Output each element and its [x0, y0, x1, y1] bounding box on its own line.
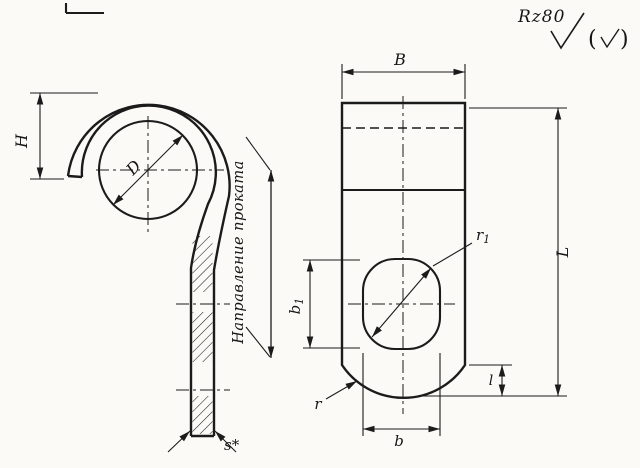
hook-outer-profile	[66, 103, 231, 436]
dimension-H: H	[12, 92, 98, 180]
roughness-check-icon	[550, 12, 585, 50]
dimension-B: B	[341, 50, 466, 99]
dimension-D-line	[112, 134, 184, 206]
dimension-b1-base: b	[286, 305, 304, 315]
section-hatch-1	[192, 236, 213, 292]
radius-r1-base: r	[476, 226, 484, 244]
slot-diagonal-dimension	[371, 267, 432, 338]
radius-r-leader	[325, 380, 358, 400]
thickness-leader-right	[214, 430, 237, 453]
thickness-callout: s*	[167, 430, 240, 454]
roughness-value: Rz80	[517, 7, 565, 27]
rolling-direction-label: Направление проката	[231, 160, 247, 344]
side-view-hook: D H s* Направление проката	[12, 92, 275, 454]
section-hatch-3	[192, 396, 213, 434]
dimension-L: L	[420, 107, 572, 397]
roughness-paren-open: (	[588, 27, 597, 52]
front-view-blank: r1 r B L l	[286, 50, 572, 450]
radius-r1-callout: r1	[432, 226, 490, 267]
rolling-direction-tick-bottom	[245, 326, 271, 358]
slot-hole	[361, 257, 442, 351]
dimension-L-label: L	[553, 247, 572, 259]
dimension-H-label: H	[12, 133, 31, 149]
roughness-paren-close: )	[620, 27, 629, 52]
thickness-label: s*	[224, 436, 240, 454]
dimension-b-label: b	[394, 432, 404, 450]
rolling-direction-annotation: Направление проката	[231, 136, 275, 358]
sheet-frame-fragment	[64, 3, 104, 15]
dimension-l: l	[469, 364, 512, 396]
dimension-l-label: l	[489, 373, 493, 389]
radius-r1-label: r1	[476, 226, 490, 246]
radius-r-callout: r	[314, 380, 358, 413]
hook-end-face	[67, 174, 83, 179]
dimension-b1-sub: 1	[293, 298, 306, 305]
thickness-leader-left	[167, 430, 191, 453]
rolling-direction-tick-top	[245, 136, 271, 171]
radius-r-label: r	[314, 395, 322, 413]
dimension-b1-label: b1	[286, 298, 306, 315]
radius-r1-leader	[432, 242, 473, 267]
dimension-b1: b1	[286, 259, 360, 349]
dimension-b: b	[362, 353, 441, 450]
surface-roughness-note: Rz80 ( )	[517, 7, 629, 52]
dimension-B-label: B	[393, 50, 406, 69]
roughness-check-small-icon	[600, 28, 620, 49]
plate-outline	[340, 101, 467, 399]
hook-inner-profile	[80, 104, 218, 436]
section-hatch-2	[192, 312, 213, 362]
radius-r1-sub: 1	[483, 233, 490, 246]
